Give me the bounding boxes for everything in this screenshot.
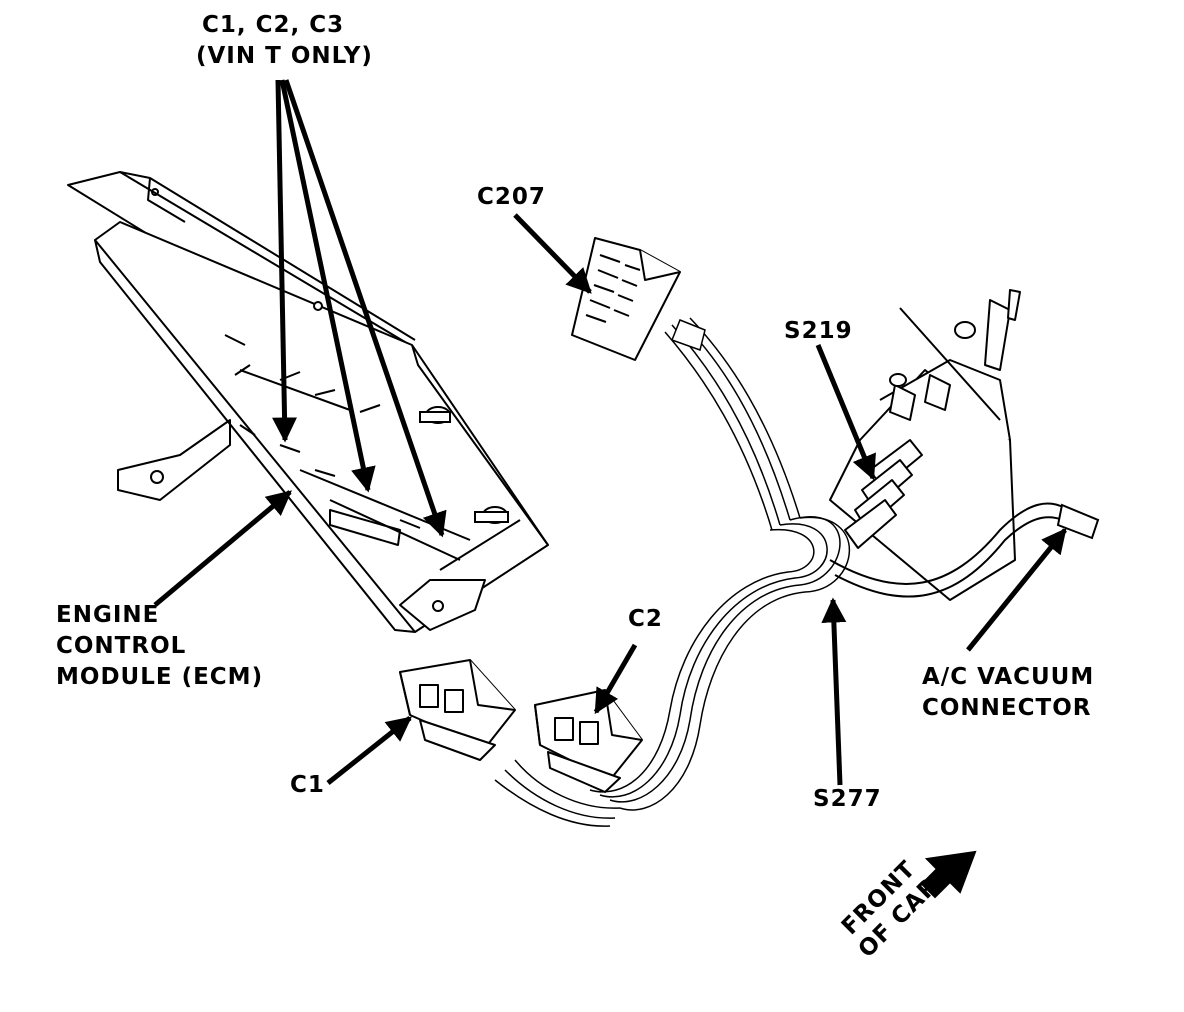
label-s277: S277	[813, 786, 882, 812]
arrow-c1c2c3-a	[272, 79, 298, 443]
arrow-s277	[821, 597, 847, 786]
arrow-ac-vacuum	[966, 528, 1067, 652]
arrow-c1c2c3-b	[279, 79, 376, 493]
label-ecm: ENGINE CONTROL MODULE (ECM)	[56, 600, 263, 693]
arrow-c2	[593, 643, 638, 715]
c2-connector	[534, 689, 643, 793]
arrow-c207	[513, 213, 592, 294]
ecm-mounting-studs	[313, 301, 509, 524]
s219-splice	[829, 289, 1021, 601]
label-c2: C2	[628, 606, 663, 632]
callout-arrows	[153, 79, 1067, 786]
front-of-car-arrow	[920, 850, 977, 899]
arrow-ecm	[153, 490, 292, 607]
label-ac-vacuum-line2: CONNECTOR	[922, 695, 1092, 721]
label-ac-vacuum-connector: A/C VACUUM CONNECTOR	[922, 662, 1094, 724]
c1-connector	[399, 659, 516, 761]
label-c1-c2-c3-line1: C1, C2, C3	[202, 12, 345, 38]
label-ac-vacuum-line1: A/C VACUUM	[922, 664, 1095, 690]
label-c1-c2-c3-line2: (VIN T ONLY)	[196, 43, 373, 69]
arrow-c1	[326, 716, 412, 785]
label-ecm-line3: MODULE (ECM)	[56, 664, 264, 690]
label-ecm-line1: ENGINE	[56, 602, 160, 628]
ac-vacuum-hose	[829, 502, 1100, 598]
label-ecm-line2: CONTROL	[56, 633, 187, 659]
label-c1-c2-c3: C1, C2, C3 (VIN T ONLY)	[196, 10, 373, 72]
arrow-c1c2c3-c	[283, 79, 447, 538]
label-c1: C1	[290, 772, 325, 798]
arrow-s219	[815, 344, 876, 481]
label-s219: S219	[784, 318, 853, 344]
label-c207: C207	[477, 184, 546, 210]
c207-connector	[571, 237, 681, 361]
wiring-harness	[494, 317, 851, 827]
